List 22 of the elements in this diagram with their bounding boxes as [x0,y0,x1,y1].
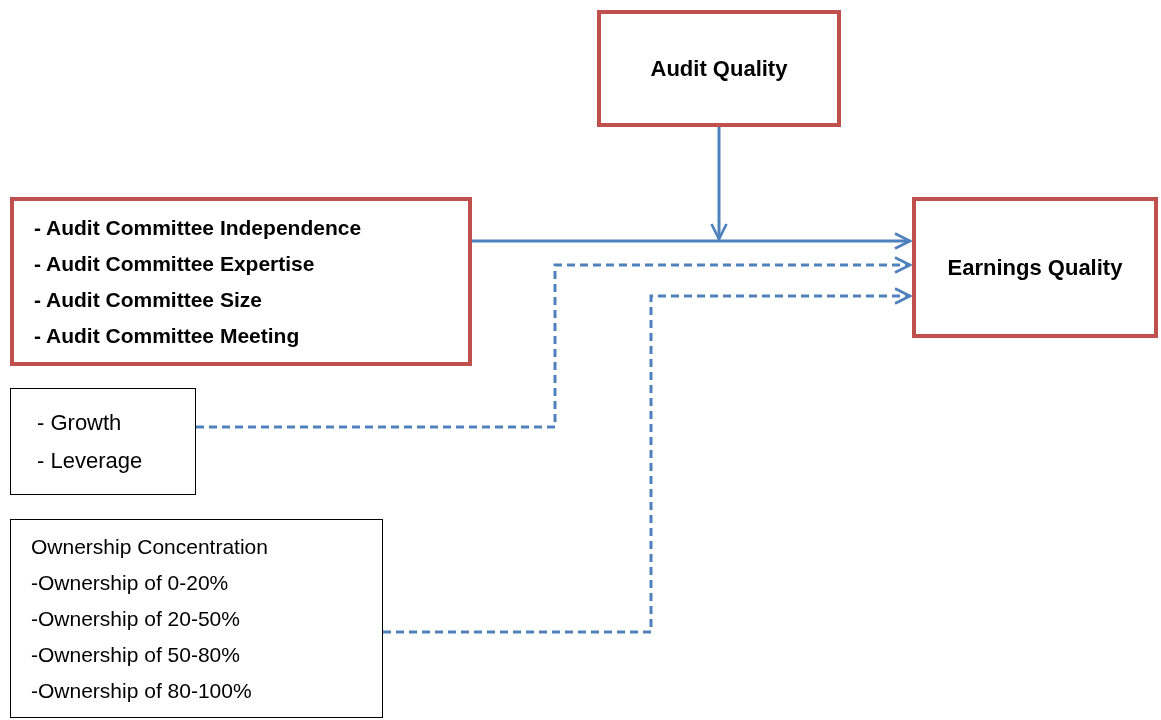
variable-box [597,10,841,127]
box-label: Earnings Quality [947,253,1123,282]
control-variable-box [10,388,196,495]
variable-box [912,197,1158,338]
list-item: - Audit Committee Size [34,286,262,313]
arrow [383,287,912,634]
control-variable-box [10,519,383,718]
box-label: Audit Quality [650,54,788,83]
list-item: -Ownership of 0-20% [31,569,229,596]
list-item: - Leverage [37,446,143,475]
arrow [710,127,728,241]
list-item: - Audit Committee Meeting [34,322,300,349]
arrow [196,256,912,429]
list-item: - Audit Committee Expertise [34,250,315,277]
list-item: -Ownership of 50-80% [31,641,240,668]
list-item: -Ownership of 80-100% [31,677,252,704]
arrow [472,232,912,250]
list-item: -Ownership of 20-50% [31,605,240,632]
list-item: Ownership Concentration [31,533,268,560]
list-item: - Audit Committee Independence [34,214,362,241]
variable-box [10,197,472,366]
list-item: - Growth [37,408,122,437]
